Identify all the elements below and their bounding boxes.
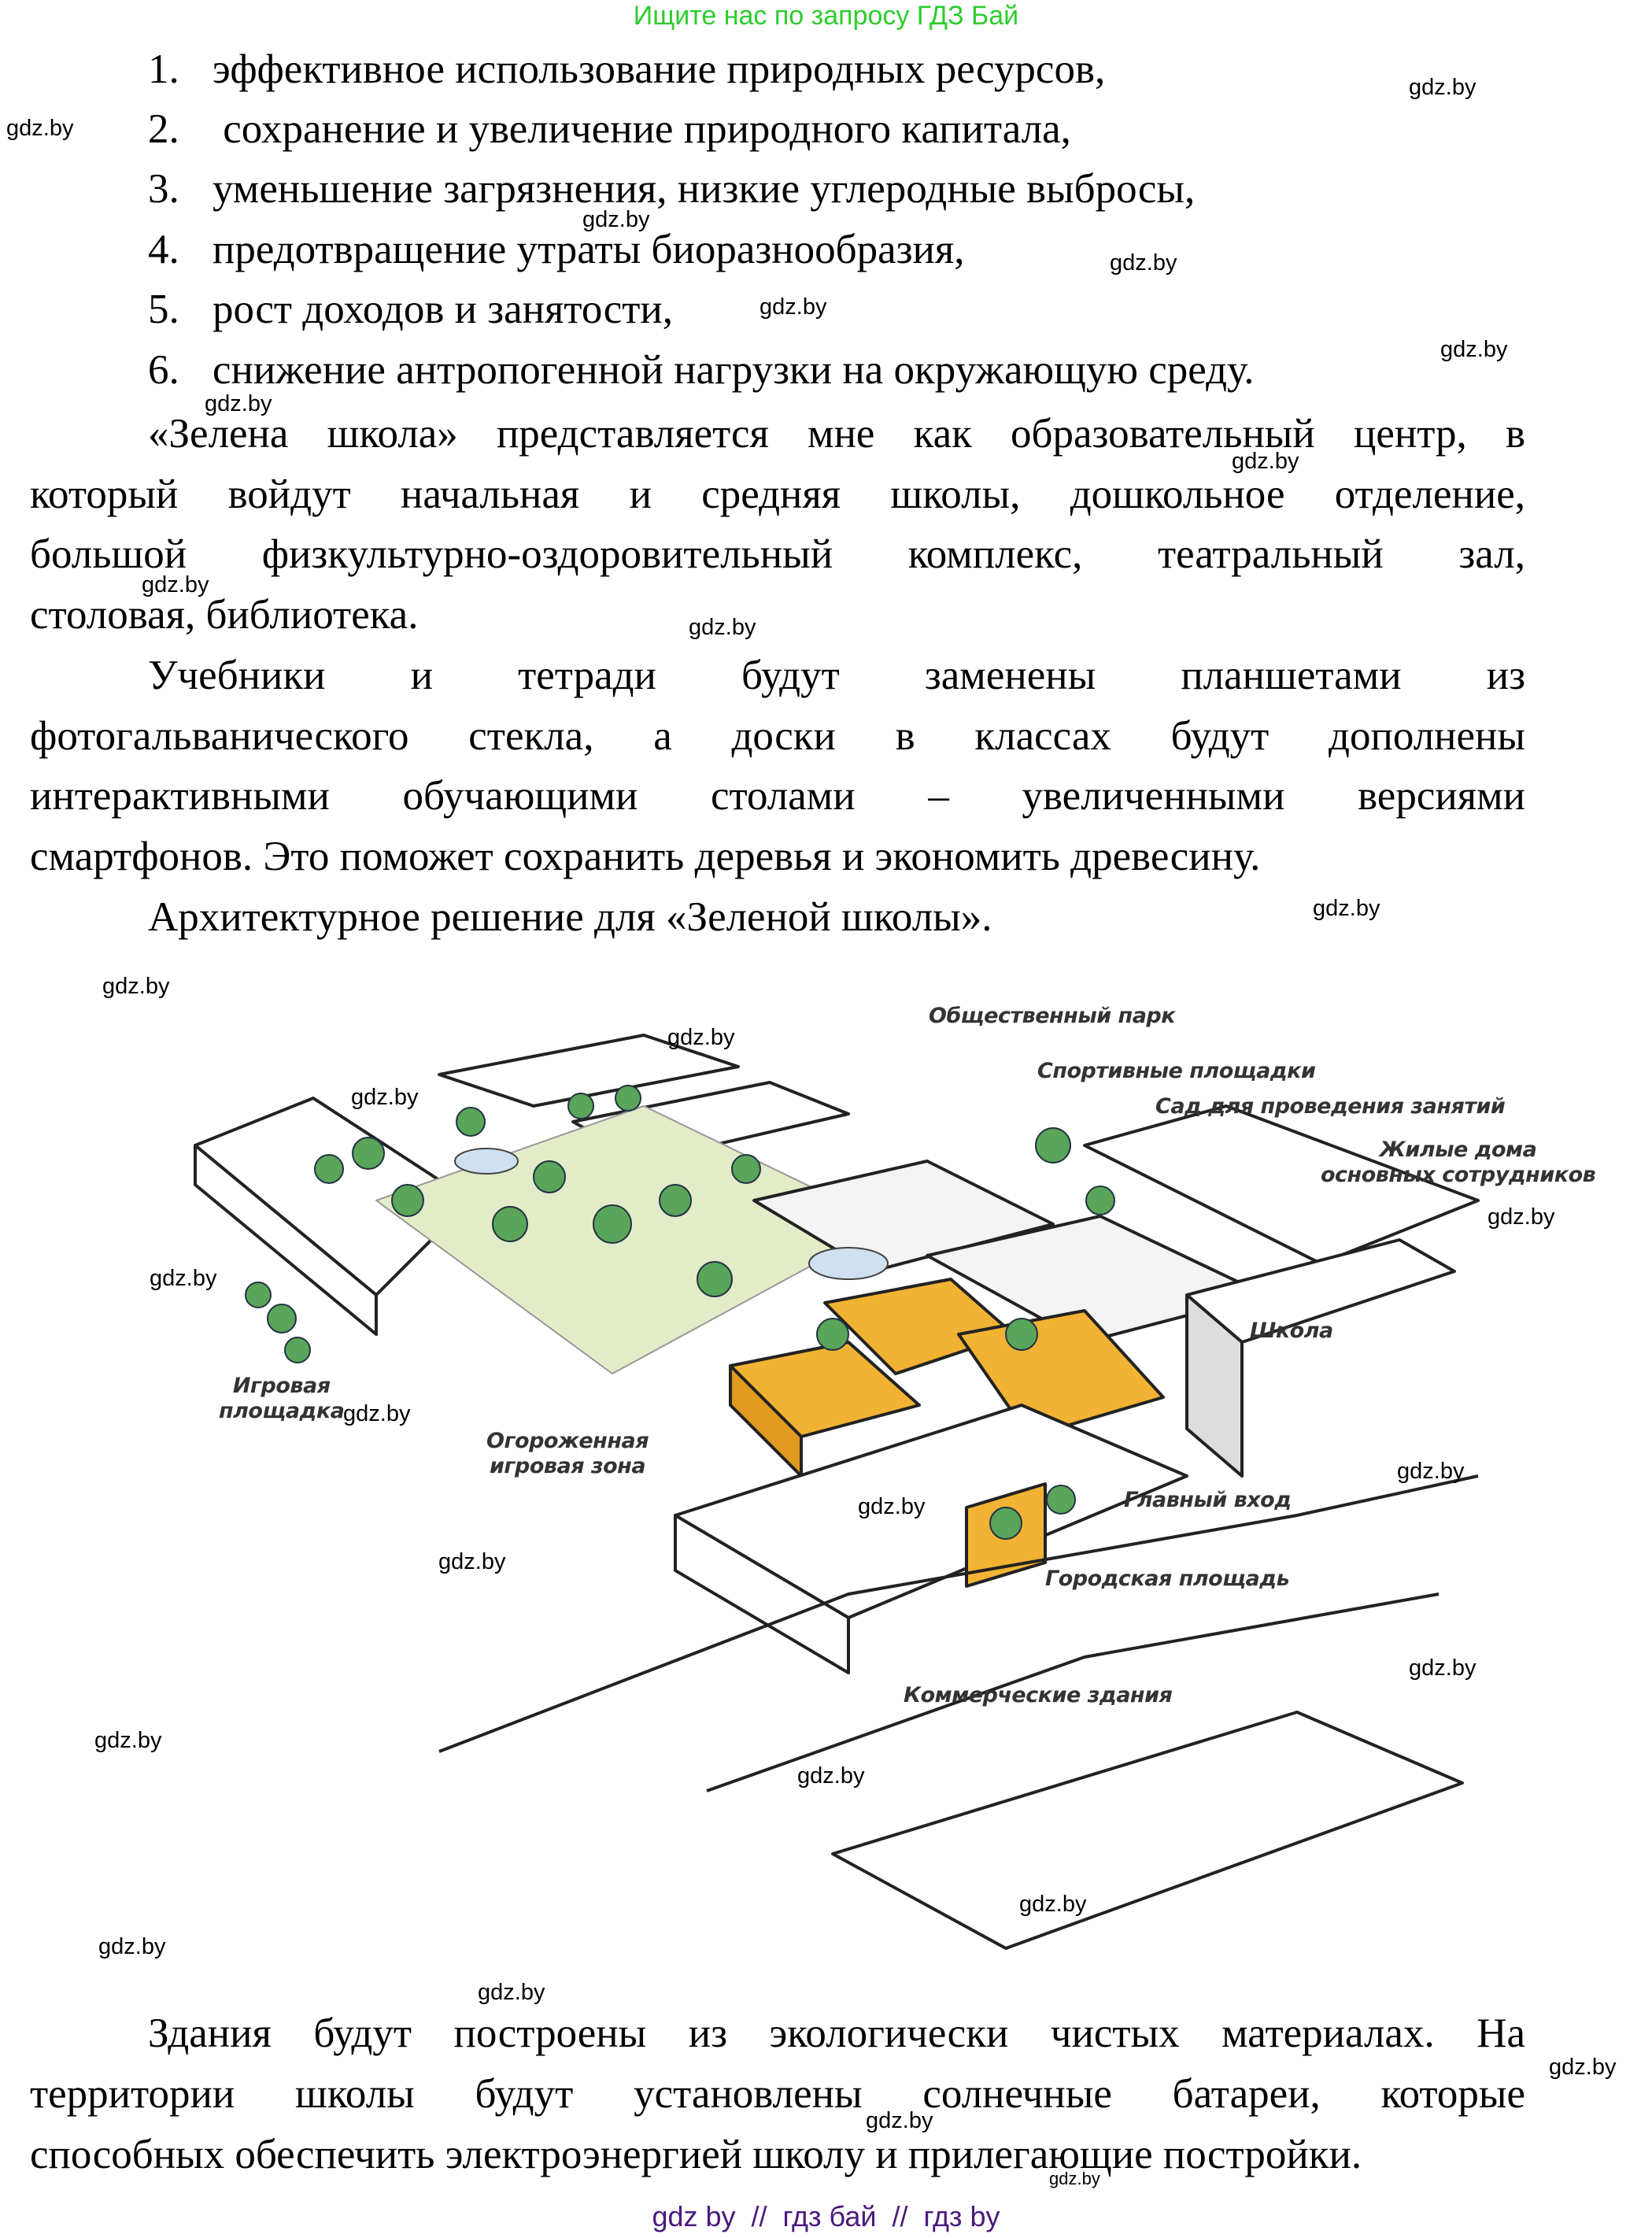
paragraph-line: столовая, библиотека.	[30, 592, 419, 638]
watermark: gdz.by	[866, 2108, 933, 2133]
footer-links[interactable]: gdz by // гдз бай // гдз by	[652, 2200, 1000, 2232]
watermark: gdz.by	[689, 615, 756, 640]
paragraph-line: Здания будут построены из экологически ч…	[148, 2011, 1525, 2056]
paragraph-line: большой физкультурно-оздоровительный ком…	[30, 531, 1525, 577]
list-item: 1.эффективное использование природных ре…	[148, 46, 1106, 92]
watermark: gdz.by	[1313, 896, 1380, 921]
watermark: gdz.by	[343, 1401, 411, 1426]
list-item: 2. сохранение и увеличение природного ка…	[148, 106, 1071, 152]
watermark: gdz.by	[478, 1980, 545, 2005]
watermark: gdz.by	[438, 1549, 506, 1574]
paragraph-line: территории школы будут установлены солне…	[30, 2071, 1525, 2117]
watermark: gdz.by	[150, 1266, 217, 1291]
list-item: 3.уменьшение загрязнения, низкие углерод…	[148, 166, 1196, 212]
watermark: gdz.by	[1549, 2055, 1617, 2080]
paragraph-line: смартфонов. Это поможет сохранить деревь…	[30, 834, 1261, 879]
school-plan-drawing	[194, 1034, 1480, 1950]
watermark: gdz.by	[1397, 1459, 1465, 1484]
list-item: 4.предотвращение утраты биоразнообразия,	[148, 227, 965, 272]
paragraph-line: «Зелена школа» представляется мне как об…	[148, 411, 1525, 457]
watermark: gdz.by	[797, 1763, 865, 1789]
watermark: gdz.by	[667, 1025, 735, 1050]
watermark: gdz.by	[1488, 1204, 1555, 1230]
label-school: Школа	[1250, 1319, 1333, 1343]
watermark: gdz.by	[6, 116, 74, 141]
paragraph-line: способных обеспечить электроэнергией шко…	[30, 2132, 1362, 2177]
label-main-entrance: Главный вход	[1124, 1488, 1292, 1512]
watermark: gdz.by	[205, 391, 272, 416]
watermark: gdz.by	[582, 207, 650, 232]
label-commercial-buildings: Коммерческие здания	[904, 1683, 1173, 1707]
watermark: gdz.by	[142, 572, 209, 597]
label-garden: Сад для проведения занятий	[1155, 1094, 1506, 1119]
paragraph-line: интерактивными обучающими столами – увел…	[30, 773, 1525, 819]
label-sports-grounds: Спортивные площадки	[1037, 1059, 1316, 1083]
paragraph-line: который войдут начальная и средняя школы…	[30, 472, 1525, 517]
watermark: gdz.by	[1440, 337, 1508, 362]
paragraph-line: Учебники и тетради будут заменены планше…	[148, 653, 1525, 698]
watermark: gdz.by	[1409, 1655, 1476, 1681]
watermark: gdz.by	[1232, 449, 1299, 474]
paragraph-line: фотогальванического стекла, а доски в кл…	[30, 713, 1525, 759]
list-item: 5.рост доходов и занятости,	[148, 287, 673, 332]
watermark: gdz.by	[1019, 1892, 1087, 1917]
watermark: gdz.by	[98, 1934, 166, 1959]
architecture-sketch: Общественный парк Спортивные площадки Са…	[140, 964, 1612, 1996]
watermark: gdz.by	[102, 974, 170, 999]
watermark: gdz.by	[1409, 75, 1476, 100]
watermark: gdz.by	[858, 1494, 926, 1519]
figure-caption: Архитектурное решение для «Зеленой школы…	[148, 894, 992, 940]
watermark: gdz.by	[1049, 2169, 1100, 2188]
search-banner[interactable]: Ищите нас по запросу ГДЗ Бай	[633, 1, 1019, 31]
watermark: gdz.by	[1110, 250, 1177, 276]
label-city-square: Городская площадь	[1045, 1567, 1290, 1591]
watermark: gdz.by	[94, 1728, 162, 1753]
label-public-park: Общественный парк	[929, 1004, 1176, 1028]
watermark: gdz.by	[759, 294, 827, 320]
watermark: gdz.by	[351, 1085, 419, 1110]
list-item: 6.снижение антропогенной нагрузки на окр…	[148, 347, 1255, 393]
